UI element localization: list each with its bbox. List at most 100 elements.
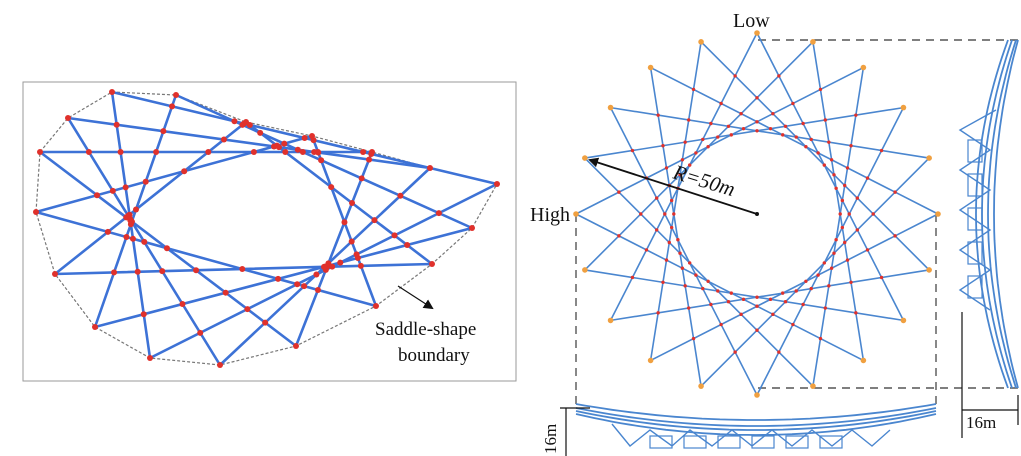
support-node [698, 383, 704, 389]
cable-node [694, 273, 698, 277]
cable-node [781, 291, 785, 295]
boundary-node [243, 119, 249, 125]
cable-node [838, 212, 842, 216]
center-point [755, 212, 759, 216]
support-node [810, 383, 816, 389]
cable-node [804, 144, 808, 149]
cable-node [639, 212, 643, 216]
cable-node [126, 211, 133, 218]
cable-node [781, 133, 785, 137]
cable-node [686, 306, 691, 310]
cable-node [672, 212, 676, 216]
cable-node [701, 286, 705, 291]
cable-node [865, 248, 870, 252]
boundary-node [429, 261, 435, 267]
cable-node [133, 206, 140, 213]
cable-node [694, 151, 698, 155]
cable-node [630, 148, 635, 153]
cable-node [661, 143, 665, 148]
cable-node [865, 176, 870, 180]
cable-node [809, 286, 813, 291]
support-node [573, 211, 579, 217]
elevation-cable [987, 39, 1017, 389]
cable-node [222, 289, 229, 296]
cable-node [804, 279, 808, 284]
cable-line [584, 157, 814, 387]
cable-node [706, 144, 710, 149]
cable-node [141, 238, 148, 245]
cable-node [358, 175, 365, 182]
cable-node [231, 118, 238, 125]
cable-node [823, 118, 828, 122]
elevation-cable [785, 435, 809, 449]
boundary-node [427, 165, 433, 171]
low-label: Low [733, 10, 770, 32]
cable-node [683, 284, 687, 288]
cable-node [321, 263, 327, 270]
cable-node [328, 184, 335, 191]
cable-node [879, 148, 884, 153]
cable-node [854, 113, 858, 117]
cable-node [794, 289, 798, 293]
bottom-elevation-view [575, 403, 937, 449]
cable-node [834, 238, 838, 242]
elevation-cable [967, 173, 983, 197]
cable-node [142, 178, 149, 185]
cable-node [371, 217, 378, 224]
cable-node [791, 322, 795, 327]
elevation-cable [575, 407, 937, 427]
cable-line [650, 213, 939, 362]
cable-line [650, 66, 939, 215]
cable-node [829, 158, 834, 162]
elevation-cable [575, 403, 937, 421]
cable-node [777, 350, 781, 354]
cable-node [220, 136, 227, 143]
boundary-node [65, 115, 71, 121]
elevation-cable [975, 39, 1009, 389]
elevation-cable [819, 435, 843, 449]
support-node [582, 155, 588, 161]
cable-node [818, 336, 823, 341]
cable-node [834, 186, 838, 190]
cable-line [53, 120, 248, 276]
elevation-zigzag [958, 109, 997, 311]
boundary-pointer-icon [397, 285, 434, 310]
cable-node [667, 240, 671, 245]
support-node [698, 39, 704, 45]
cable-node [129, 235, 136, 242]
cable-node [160, 128, 167, 135]
cable-node [733, 350, 737, 354]
cable-node [755, 96, 759, 100]
boundary-node [37, 149, 43, 155]
plan-nodes [573, 30, 941, 398]
cable-node [239, 266, 246, 273]
cable-node [664, 258, 669, 262]
cable-node [755, 295, 759, 299]
boundary-node [109, 89, 115, 95]
cable-node [85, 149, 92, 155]
support-node [860, 357, 867, 364]
elevation-cable [683, 435, 707, 449]
cable-line [756, 32, 905, 321]
cable-node [739, 312, 743, 317]
cable-node [716, 135, 720, 139]
cable-node [768, 297, 773, 302]
cable-node [840, 225, 845, 230]
support-node [860, 64, 867, 71]
cable-node [341, 219, 348, 226]
cable-node [262, 319, 269, 326]
cable-line [756, 107, 905, 396]
cable-node [282, 149, 289, 155]
cable-node [741, 126, 746, 131]
cable-node [294, 146, 301, 153]
cable-node [845, 258, 850, 262]
high-label: High [530, 204, 570, 226]
cable-node [827, 284, 831, 288]
cable-node [691, 336, 696, 341]
cable-node [709, 302, 713, 307]
cable-node [153, 149, 160, 155]
cable-node [617, 190, 621, 194]
cable-line [609, 107, 758, 396]
right-dimension [961, 312, 1019, 438]
perspective-panel: Saddle-shape boundary [22, 81, 517, 382]
